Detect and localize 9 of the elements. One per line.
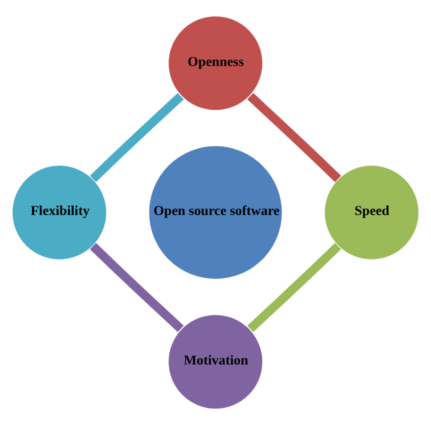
node-circle: Motivation bbox=[168, 313, 264, 410]
node-circle: Speed bbox=[324, 164, 420, 260]
node-circle: Open source software bbox=[148, 144, 283, 280]
connector bbox=[247, 242, 342, 332]
node-circle: Flexibility bbox=[12, 164, 108, 260]
connector bbox=[247, 92, 342, 182]
node-circle: Openness bbox=[168, 14, 264, 111]
connector bbox=[90, 92, 184, 182]
connector bbox=[90, 242, 184, 332]
